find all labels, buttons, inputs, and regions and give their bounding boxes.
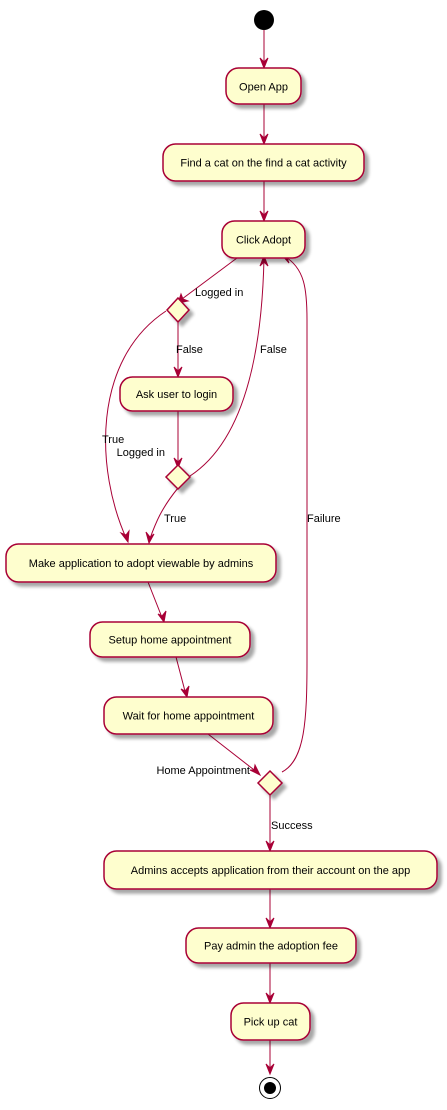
- activity-find-cat-label: Find a cat on the find a cat activity: [180, 158, 347, 170]
- arrowhead-open-app: [259, 57, 269, 70]
- arrowhead-ask-login: [173, 366, 183, 379]
- edge-label-success: Success: [271, 820, 313, 832]
- edge-failure-to-click-adopt: [281, 255, 308, 773]
- activity-make-application-label: Make application to adopt viewable by ad…: [29, 558, 254, 570]
- arrowhead-click-adopt: [259, 210, 269, 223]
- edge-label-failure: Failure: [307, 513, 341, 525]
- edge-label-true-2: True: [164, 513, 186, 525]
- edge-click-adopt-to-decision-1: [177, 257, 238, 303]
- edge-label-true-1: True: [102, 434, 124, 446]
- activity-pay-fee-label: Pay admin the adoption fee: [204, 941, 338, 953]
- activity-ask-login-label: Ask user to login: [136, 389, 217, 401]
- arrowheads: [119, 57, 294, 1076]
- edge-make-application-to-setup: [147, 581, 164, 621]
- start-node-icon: [254, 10, 274, 30]
- decision-home-appointment-label: Home Appointment: [156, 765, 250, 777]
- arrowhead-wait: [180, 685, 190, 699]
- activity-admins-accept: Admins accepts application from their ac…: [103, 850, 438, 890]
- activity-wait-home-label: Wait for home appointment: [123, 711, 255, 723]
- arrowhead-make-application-left: [119, 529, 130, 544]
- arrowhead-end: [265, 1063, 275, 1076]
- activity-click-adopt-label: Click Adopt: [236, 235, 291, 247]
- activity-open-app: Open App: [225, 67, 302, 105]
- activity-setup-home-label: Setup home appointment: [109, 635, 232, 647]
- arrowhead-decision-3: [249, 763, 262, 777]
- edge-label-false-2: False: [260, 344, 287, 356]
- edge-true-to-make-application: [105, 310, 167, 541]
- activity-find-cat: Find a cat on the find a cat activity: [162, 143, 365, 182]
- arrowhead-pay: [265, 917, 275, 930]
- arrowhead-pickup: [265, 992, 275, 1005]
- decision-logged-in-1: Logged in: [165, 287, 243, 324]
- edges: [105, 30, 308, 1072]
- decision-logged-in-1-label: Logged in: [195, 287, 243, 299]
- arrowhead-setup: [157, 610, 167, 624]
- activity-admins-accept-label: Admins accepts application from their ac…: [131, 865, 410, 877]
- decision-home-appointment: Home Appointment: [156, 765, 284, 797]
- arrowhead-decision-2: [173, 457, 183, 470]
- activity-pick-up: Pick up cat: [230, 1002, 311, 1041]
- arrowhead-click-adopt-from-decision-2: [259, 254, 269, 267]
- activity-click-adopt: Click Adopt: [221, 220, 306, 259]
- activity-pay-fee: Pay admin the adoption fee: [185, 927, 357, 964]
- edge-decision-2-false-to-click-adopt: [189, 257, 265, 477]
- arrowhead-make-application-right: [145, 531, 155, 545]
- activity-setup-home: Setup home appointment: [89, 621, 251, 658]
- activity-ask-login: Ask user to login: [119, 376, 234, 412]
- activity-pick-up-label: Pick up cat: [244, 1017, 298, 1029]
- decision-logged-in-2-label: Logged in: [117, 447, 165, 459]
- edge-label-false-1: False: [176, 344, 203, 356]
- edge-setup-to-wait: [175, 656, 187, 696]
- end-node-icon: [259, 1077, 281, 1099]
- arrowhead-admins-accept: [265, 840, 275, 853]
- arrowhead-find-cat: [259, 133, 269, 146]
- edge-wait-to-decision-3: [207, 733, 259, 774]
- activity-wait-home: Wait for home appointment: [103, 696, 274, 735]
- activity-open-app-label: Open App: [239, 82, 288, 94]
- activity-make-application: Make application to adopt viewable by ad…: [5, 543, 277, 583]
- decision-logged-in-2: Logged in: [117, 447, 192, 491]
